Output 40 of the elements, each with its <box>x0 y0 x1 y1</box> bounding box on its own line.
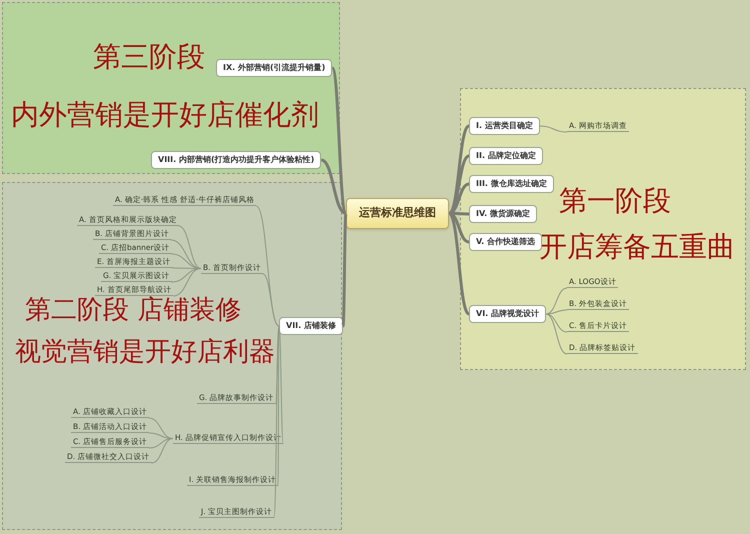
branch-line <box>546 310 568 314</box>
branch-box: VI. 品牌视觉设计 <box>469 305 546 323</box>
branch-line <box>148 438 174 448</box>
branch-box: VIII. 内部营销(打造内功提升客户体验粘性) <box>151 151 322 169</box>
branch-line <box>320 158 347 215</box>
central-topic-box: 运营标准思维图 <box>346 198 449 228</box>
branch-line <box>273 326 280 518</box>
stage-heading: 内外营销是开好店催化剂 <box>11 101 319 129</box>
stage-heading: 第一阶段 <box>559 187 671 215</box>
branch-box: III. 微仓库选址确定 <box>469 175 554 193</box>
branch-line <box>262 274 280 326</box>
branch-box: IX. 外部营销(引流提升销量) <box>216 59 332 77</box>
branch-line <box>171 268 202 282</box>
branch-line <box>256 206 280 326</box>
branch-box: I. 运营类目确定 <box>469 117 540 135</box>
stage-heading: 视觉营销是开好店利器 <box>15 339 275 365</box>
branch-line <box>546 314 568 332</box>
branch-line <box>148 418 174 439</box>
branch-box: IV. 微货源确定 <box>469 205 537 223</box>
branch-box: V. 合作快递筛选 <box>469 233 542 251</box>
branch-box: VII. 店铺装修 <box>279 317 343 335</box>
stage-panel <box>2 182 342 530</box>
branch-line <box>330 67 348 214</box>
stage-panel <box>460 88 746 370</box>
branch-line <box>341 213 348 326</box>
branch-line <box>151 438 174 464</box>
stage-heading: 第二阶段 店铺装修 <box>25 297 242 323</box>
branch-line <box>448 212 470 316</box>
branch-line <box>178 226 202 269</box>
branch-line <box>275 326 280 404</box>
branch-line <box>278 326 284 444</box>
branch-line <box>546 288 568 314</box>
stage-panel <box>2 2 340 174</box>
stage-heading: 开店筹备五重曲 <box>539 233 735 261</box>
branch-line <box>539 126 568 132</box>
stage-heading: 第三阶段 <box>93 43 205 71</box>
branch-line <box>546 314 568 354</box>
branch-line <box>277 326 280 486</box>
branch-line <box>172 268 202 296</box>
branch-box: II. 品牌定位确定 <box>469 147 543 165</box>
